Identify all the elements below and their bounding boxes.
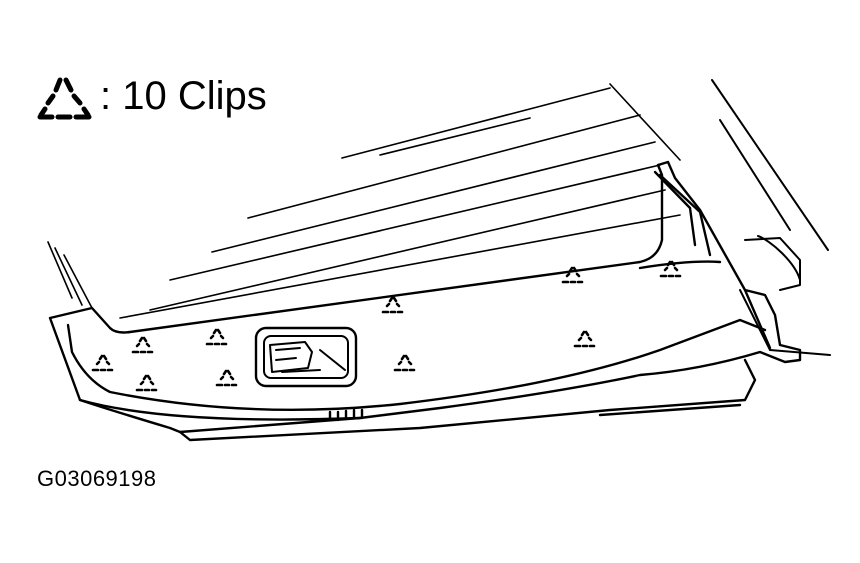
clip-triangle-icon [37,77,92,120]
clip-marker [561,266,584,284]
figure-id: G03069198 [37,466,157,491]
door-frame [711,79,831,356]
trim-panel [48,160,802,442]
clip-marker [135,374,158,392]
clip-marker [573,330,596,348]
clip-markers [91,260,682,392]
clip-marker [91,354,114,372]
clip-marker [659,260,682,278]
clip-marker [205,328,228,346]
clip-marker [131,336,154,354]
clip-marker [215,369,238,387]
door-handle [254,326,358,388]
clip-marker [393,354,416,372]
legend-label: : 10 Clips [100,74,267,118]
window-lines [47,83,681,319]
clip-marker [381,296,404,314]
